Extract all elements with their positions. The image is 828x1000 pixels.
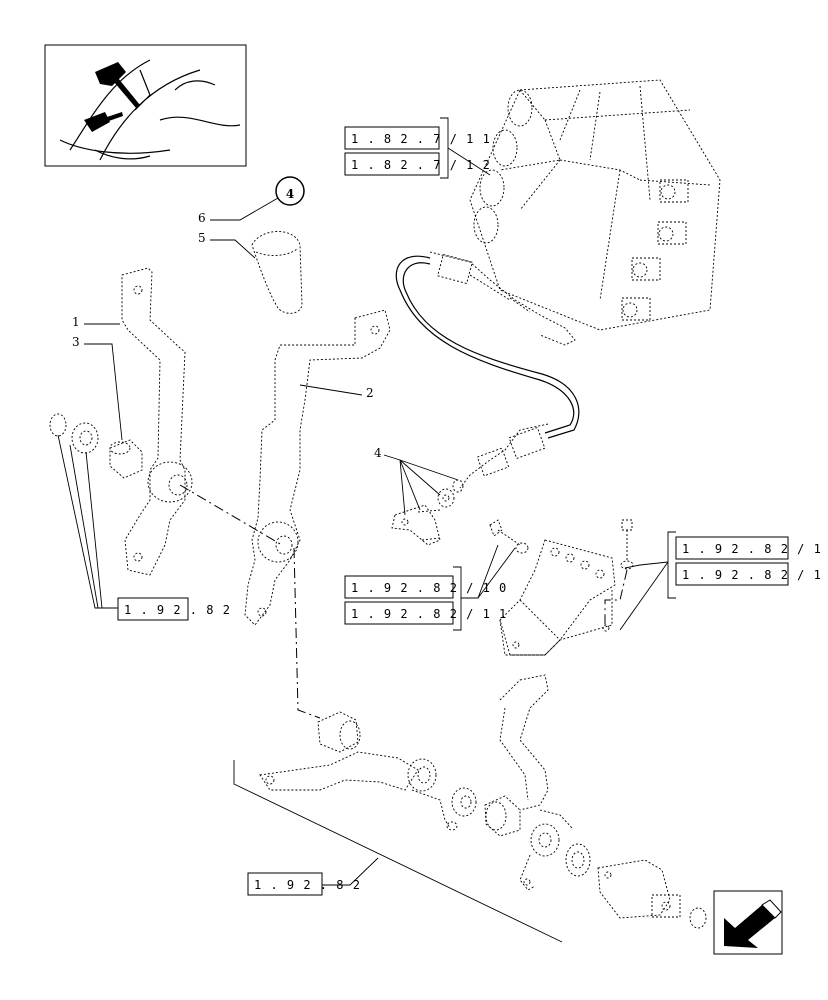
axis-line-1 [179,484,283,546]
svg-text:1 . 9 2 . 8 2 / 1 0: 1 . 9 2 . 8 2 / 1 0 [682,542,828,556]
svg-text:1 . 9 2 . 8 2 / 1 1: 1 . 9 2 . 8 2 / 1 1 [351,607,507,621]
svg-text:1 . 8 2 . 7 / 1 2: 1 . 8 2 . 7 / 1 2 [351,158,491,172]
callout-3: 3 [72,335,123,441]
control-cable [395,251,580,489]
svg-text:5: 5 [198,231,206,245]
svg-text:1: 1 [72,315,80,329]
lever-2 [244,309,391,626]
bracket-ref-boxes[interactable]: 1 . 9 2 . 8 2 / 1 0 1 . 9 2 . 8 2 / 1 1 [619,531,828,631]
bushing-3 [109,439,143,479]
callout-1: 1 [72,315,120,329]
cable-bracket [499,539,616,656]
bolt-ref-boxes[interactable]: 1 . 9 2 . 8 2 / 1 0 1 . 9 2 . 8 2 / 1 1 [344,544,516,631]
svg-text:1 . 8 2 . 7 / 1 1: 1 . 8 2 . 7 / 1 1 [351,132,491,146]
svg-text:1 . 9 2 . 8 2 / 1 1: 1 . 9 2 . 8 2 / 1 1 [682,568,828,582]
bracket-bolts [489,519,634,625]
clevis-and-nut [391,479,464,546]
callout-5: 5 [198,231,256,259]
callout-6: 6 [198,197,279,225]
svg-text:1 . 9 2 . 8 2 / 1 0: 1 . 9 2 . 8 2 / 1 0 [351,581,507,595]
back-arrow-button[interactable] [713,890,783,955]
thumbnail-inset[interactable] [44,44,247,167]
svg-text:6: 6 [198,211,206,225]
svg-text:2: 2 [366,386,374,400]
svg-text:1 . 9 2 . 8 2: 1 . 9 2 . 8 2 [254,878,361,892]
valve-fittings [621,179,689,321]
left-washers [49,413,99,454]
lower-linkage [259,674,707,929]
svg-text:4: 4 [374,446,382,460]
svg-text:3: 3 [72,335,80,349]
valve-ref-boxes[interactable]: 1 . 8 2 . 7 / 1 1 1 . 8 2 . 7 / 1 2 [344,117,491,179]
back-arrow-icon [724,899,782,948]
lever-knob-icon [84,62,140,132]
svg-text:1 . 9 2 . 8 2: 1 . 9 2 . 8 2 [124,603,231,617]
lever-knob [251,231,303,314]
control-valve-block [469,79,721,331]
badge-label: 4 [286,187,294,201]
kit-badge: 4 [275,176,305,206]
washer-ref-box[interactable]: 1 . 9 2 . 8 2 [57,434,231,621]
callout-4: 4 [374,446,459,516]
callout-2: 2 [299,384,374,400]
lever-1 [121,267,193,576]
lower-ref-box[interactable]: 1 . 9 2 . 8 2 [233,760,563,943]
axis-line-2 [293,547,321,719]
